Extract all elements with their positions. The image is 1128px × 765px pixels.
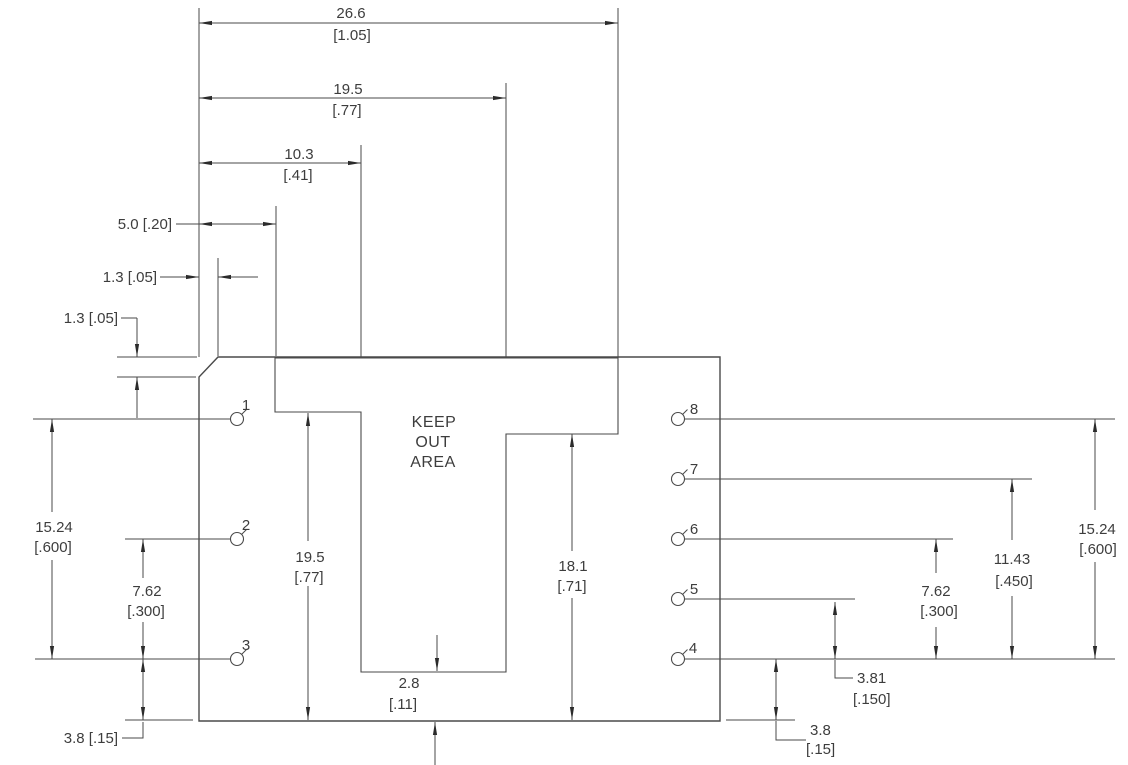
pin-4-pad <box>670 651 686 667</box>
pin-4-label: 4 <box>689 640 697 657</box>
dim-18-1-mm: 18.1 <box>558 558 587 575</box>
keep-out-hatch <box>274 357 619 673</box>
dim-2-8-mm: 2.8 <box>399 675 420 692</box>
pin-1-pad <box>229 411 245 427</box>
extension-lines <box>117 8 795 721</box>
pin-8-label: 8 <box>690 401 698 418</box>
dim-18-1-inch: [.71] <box>557 578 586 595</box>
pin-8-pad <box>670 411 686 427</box>
dim-width-5-0: 5.0 [.20] <box>118 216 276 233</box>
pin-1: 1 <box>229 397 250 427</box>
dim-10-3-inch: [.41] <box>283 167 312 184</box>
pin-7-pad <box>670 471 686 487</box>
dim-right-3-8-inch: [.15] <box>806 741 835 758</box>
dim-19-5-inch: [.77] <box>332 102 361 119</box>
pin-5-label: 5 <box>690 581 698 598</box>
dim-left-7-62-mm: 7.62 <box>132 583 161 600</box>
keep-out-label-line1: KEEP <box>412 414 457 431</box>
dim-left-pitch-7-62: 7.62 [.300] <box>127 539 165 659</box>
dim-left-7-62-inch: [.300] <box>127 603 165 620</box>
dim-width-1-3: 1.3 [.05] <box>103 269 258 286</box>
pad-leader-lines <box>33 418 1115 660</box>
dim-1-3-v-label: 1.3 [.05] <box>64 310 118 327</box>
dim-left-span-15-24: 15.24 [.600] <box>34 419 73 659</box>
pin-4: 4 <box>670 640 697 667</box>
dim-19-5-mm: 19.5 <box>333 81 362 98</box>
pin-2-pad <box>229 531 245 547</box>
pin-7: 7 <box>670 461 698 487</box>
pin-3-label: 3 <box>242 637 250 654</box>
dim-5-0-label: 5.0 [.20] <box>118 216 172 233</box>
dim-26-6-mm: 26.6 <box>336 5 365 22</box>
dim-center-gap-2-8: 2.8 [.11] <box>389 635 440 765</box>
pin-3-pad <box>229 651 245 667</box>
dim-right-15-24-mm: 15.24 <box>1078 521 1116 538</box>
dim-11-43-mm: 11.43 <box>994 551 1030 568</box>
dim-2-8-inch: [.11] <box>389 696 417 713</box>
dim-10-3-mm: 10.3 <box>284 146 313 163</box>
pin-2-label: 2 <box>242 517 250 534</box>
dim-center-height-19-5: 19.5 [.77] <box>294 413 325 720</box>
dim-right-offset-3-8: 3.8 [.15] <box>773 659 835 758</box>
component-body-outline <box>198 356 721 722</box>
dim-left-15-24-mm: 15.24 <box>35 519 73 536</box>
dim-height-1-3: 1.3 [.05] <box>64 310 140 418</box>
dim-11-43-inch: [.450] <box>995 573 1033 590</box>
pin-3: 3 <box>229 637 250 667</box>
dim-right-offset-3-81: 3.81 [.150] <box>832 602 891 708</box>
pin-6-label: 6 <box>690 521 698 538</box>
dim-right-pitch-7-62: 7.62 [.300] <box>920 539 958 659</box>
keep-out-label-bg <box>393 405 480 473</box>
dim-3-81-mm: 3.81 <box>857 670 886 687</box>
pins: 1 2 3 8 7 6 5 <box>229 397 698 667</box>
dim-right-span-11-43: 11.43 [.450] <box>994 479 1033 659</box>
dimensions: 26.6 [1.05] 19.5 [.77] 10.3 [.41] 5.0 [.… <box>34 5 1117 765</box>
dim-3-81-inch: [.150] <box>853 691 891 708</box>
dim-width-10-3: 10.3 [.41] <box>199 146 361 184</box>
pin-1-label: 1 <box>242 397 250 414</box>
pin-5: 5 <box>670 581 698 607</box>
dim-left-15-24-inch: [.600] <box>34 539 72 556</box>
dim-center-19-5-mm: 19.5 <box>295 549 324 566</box>
pin-2: 2 <box>229 517 250 547</box>
pin-8: 8 <box>670 401 698 427</box>
pin-5-pad <box>670 591 686 607</box>
dim-right-15-24-inch: [.600] <box>1079 541 1117 558</box>
pin-7-label: 7 <box>690 461 698 478</box>
keep-out-label-line3: AREA <box>410 454 456 471</box>
dim-1-3-h-label: 1.3 [.05] <box>103 269 157 286</box>
pin-6: 6 <box>670 521 698 547</box>
dim-right-7-62-mm: 7.62 <box>921 583 950 600</box>
dim-left-offset-3-8: 3.8 [.15] <box>64 659 146 747</box>
dim-26-6-inch: [1.05] <box>333 27 371 44</box>
dim-width-19-5: 19.5 [.77] <box>199 81 506 119</box>
dim-center-19-5-inch: [.77] <box>294 569 323 586</box>
dim-left-3-8-label: 3.8 [.15] <box>64 730 118 747</box>
dim-overall-width-26-6: 26.6 [1.05] <box>199 5 618 44</box>
dim-right-span-15-24: 15.24 [.600] <box>1078 419 1117 659</box>
dim-right-7-62-inch: [.300] <box>920 603 958 620</box>
keep-out-label-line2: OUT <box>415 434 450 451</box>
keep-out-area: KEEP OUT AREA <box>274 357 619 673</box>
dim-center-height-18-1: 18.1 [.71] <box>557 434 588 720</box>
dim-right-3-8-mm: 3.8 <box>810 722 831 739</box>
pin-6-pad <box>670 531 686 547</box>
